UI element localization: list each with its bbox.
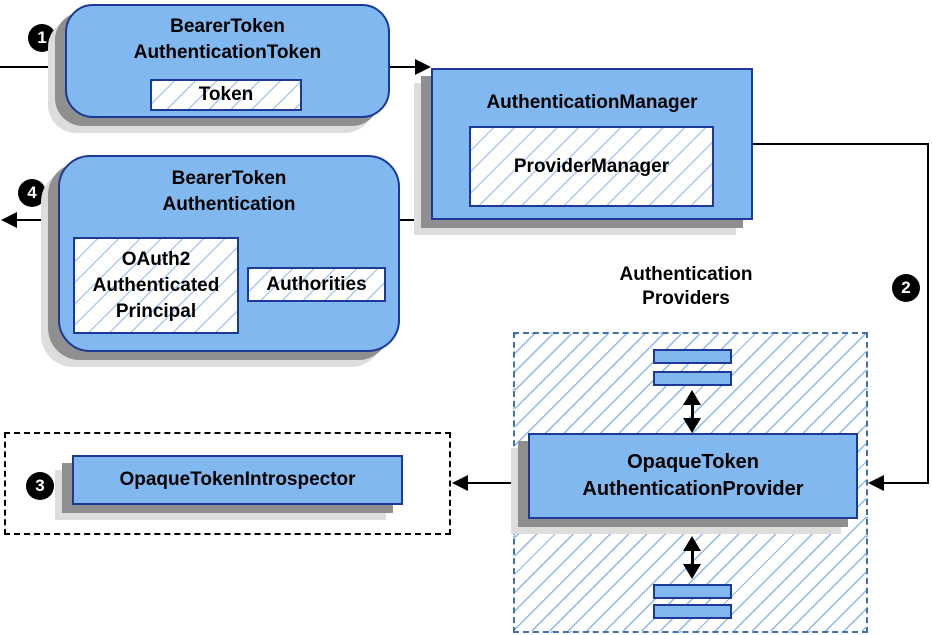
provider-to-introspector-line <box>468 482 528 484</box>
step-2-badge: 2 <box>892 274 920 302</box>
manager-to-authentication-line <box>400 219 431 221</box>
opaque-token-authentication-provider-node: OpaqueToken AuthenticationProvider <box>528 433 858 519</box>
double-arrow-down-icon <box>683 564 701 579</box>
provider-to-introspector-arrowhead-icon <box>452 475 468 491</box>
authorities-label: Authorities <box>266 273 367 295</box>
manager-to-provider-line-right <box>927 143 929 484</box>
incoming-request-line <box>0 66 66 68</box>
opaque-token-authentication-provider-line1: OpaqueToken <box>627 451 759 473</box>
step-1-badge: 1 <box>28 24 56 52</box>
double-arrow-line <box>691 402 694 424</box>
authentication-providers-heading: Authentication Providers <box>576 263 796 311</box>
principal-line1: OAuth2 <box>121 248 191 270</box>
authentication-providers-heading-line2: Providers <box>642 288 730 309</box>
manager-to-provider-line-top <box>753 143 929 145</box>
step-4-badge: 4 <box>18 179 46 207</box>
opaque-token-introspector-label: OpaqueTokenIntrospector <box>119 469 356 490</box>
token-label: Token <box>198 84 254 105</box>
token-to-manager-arrowhead-icon <box>415 59 431 75</box>
authentication-out-line <box>16 219 60 221</box>
authentication-manager-node: AuthenticationManager ProviderManager <box>431 68 753 220</box>
authorities-inner-box: Authorities <box>247 267 386 302</box>
provider-placeholder-bar <box>653 371 732 386</box>
provider-placeholder-bar <box>653 584 732 599</box>
token-to-manager-line <box>388 66 416 68</box>
provider-placeholder-bar <box>653 349 732 364</box>
token-inner-box: Token <box>150 79 302 111</box>
bearer-token-authentication-title-line1: BearerToken <box>171 168 287 189</box>
opaque-token-authentication-provider-line2: AuthenticationProvider <box>582 478 804 500</box>
step-3-badge: 3 <box>26 472 54 500</box>
authentication-providers-region: OpaqueToken AuthenticationProvider <box>513 332 868 633</box>
authentication-providers-heading-line1: Authentication <box>619 264 753 285</box>
bearer-token-authentication-token-title-line1: BearerToken <box>170 16 285 37</box>
manager-to-provider-arrowhead-icon <box>868 475 884 491</box>
provider-placeholder-bar <box>653 604 732 619</box>
opaque-token-introspector-node: OpaqueTokenIntrospector <box>72 455 403 505</box>
bearer-token-authentication-token-title-line2: AuthenticationToken <box>133 42 322 63</box>
double-arrow-line <box>691 548 694 572</box>
double-arrow-down-icon <box>683 418 701 433</box>
introspector-dotted-container <box>4 432 451 535</box>
bearer-token-authentication-token-node: BearerToken AuthenticationToken Token <box>65 4 390 118</box>
manager-to-provider-line-bottom <box>884 482 929 484</box>
provider-manager-label: ProviderManager <box>513 155 670 177</box>
oauth2-authenticated-principal-inner-box: OAuth2 Authenticated Principal <box>73 237 239 334</box>
principal-line2: Authenticated <box>92 274 220 296</box>
double-arrow-up-icon <box>683 536 701 551</box>
authentication-manager-title: AuthenticationManager <box>486 92 698 113</box>
authentication-out-arrowhead-icon <box>1 212 17 228</box>
principal-line3: Principal <box>115 300 197 322</box>
bearer-token-authentication-node: BearerToken Authentication OAuth2 Authen… <box>58 155 400 352</box>
bearer-token-authentication-title-line2: Authentication <box>162 194 296 215</box>
provider-manager-inner-box: ProviderManager <box>469 126 714 207</box>
double-arrow-up-icon <box>683 390 701 405</box>
